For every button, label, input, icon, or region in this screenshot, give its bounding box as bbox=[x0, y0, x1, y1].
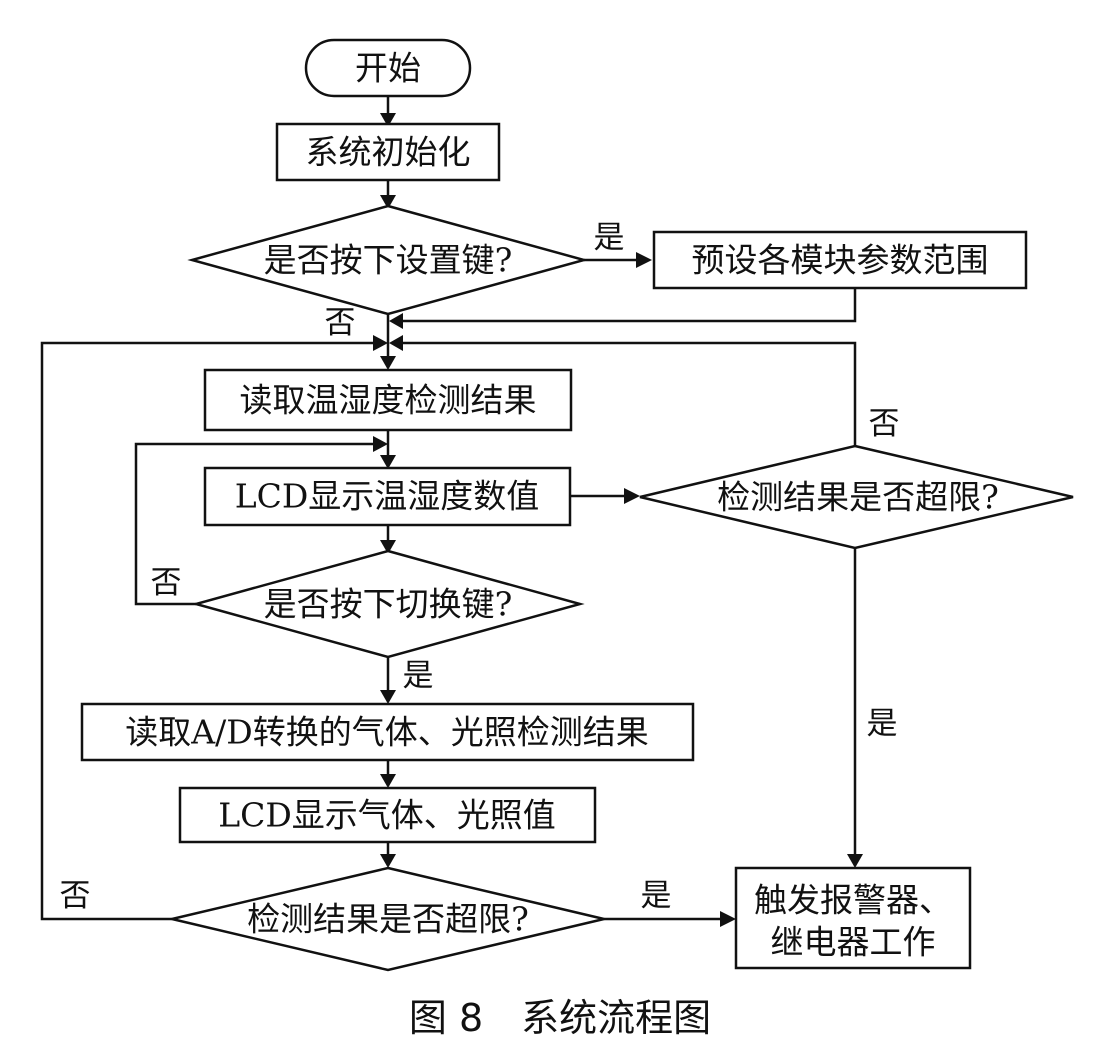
start-label: 开始 bbox=[355, 49, 421, 88]
edge-labels: 是 否 否 是 否 是 否 是 bbox=[60, 220, 900, 914]
preset-ranges-node: 预设各模块参数范围 bbox=[652, 230, 1028, 290]
edge-exceed2-no-loop bbox=[40, 341, 380, 921]
switch-key-decision: 是否按下切换键? bbox=[191, 549, 585, 659]
switch-key-label: 是否按下切换键? bbox=[264, 585, 513, 624]
arrow-to-read bbox=[380, 356, 396, 370]
arrow-to-lcdgas bbox=[380, 774, 396, 788]
settings-key-label: 是否按下设置键? bbox=[264, 241, 513, 280]
label-settings-yes: 是 bbox=[594, 220, 625, 256]
preset-ranges-label: 预设各模块参数范围 bbox=[692, 241, 989, 280]
arrow-preset-return bbox=[389, 313, 403, 329]
label-settings-no: 否 bbox=[325, 305, 356, 341]
lcd-gas-light-label: LCD显示气体、光照值 bbox=[218, 796, 556, 835]
label-exceed1-yes: 是 bbox=[867, 706, 898, 742]
edge-preset-return bbox=[398, 288, 857, 323]
settings-key-decision: 是否按下设置键? bbox=[187, 204, 589, 316]
label-exceed1-no: 否 bbox=[869, 406, 900, 442]
exceed-decision-1-label: 检测结果是否超限? bbox=[717, 478, 999, 517]
arrow-to-readad bbox=[380, 690, 396, 704]
arrow-to-preset bbox=[636, 252, 652, 268]
alarm-label-line1: 触发报警器、 bbox=[754, 881, 952, 920]
read-temp-humidity-label: 读取温湿度检测结果 bbox=[240, 381, 537, 420]
edge-exceed1-no-loop bbox=[398, 341, 857, 446]
read-ad-label: 读取A/D转换的气体、光照检测结果 bbox=[125, 713, 648, 752]
start-node: 开始 bbox=[304, 38, 472, 98]
exceed-decision-2: 检测结果是否超限? bbox=[171, 866, 605, 972]
arrowheads bbox=[373, 113, 863, 927]
arrow-exceed1-loop bbox=[389, 335, 403, 351]
figure-caption: 图 8 系统流程图 bbox=[409, 996, 711, 1040]
label-exceed2-yes: 是 bbox=[641, 878, 672, 914]
arrow-exceed2-to-alarm bbox=[720, 911, 736, 927]
arrow-exceed1-to-alarm bbox=[847, 854, 863, 868]
connectors bbox=[40, 96, 857, 921]
arrow-to-exceed2 bbox=[380, 854, 396, 868]
init-label: 系统初始化 bbox=[306, 133, 471, 172]
label-switch-no: 否 bbox=[151, 565, 182, 601]
alarm-label-line2: 继电器工作 bbox=[771, 923, 936, 962]
label-exceed2-no: 否 bbox=[60, 878, 91, 914]
arrow-switch-loop bbox=[373, 436, 388, 452]
edge-switch-no-loop bbox=[134, 442, 380, 606]
arrow-to-lcd bbox=[380, 455, 396, 469]
lcd-temp-humidity-node: LCD显示温湿度数值 bbox=[203, 466, 572, 527]
exceed-decision-1: 检测结果是否超限? bbox=[639, 444, 1074, 550]
exceed-decision-2-label: 检测结果是否超限? bbox=[247, 900, 529, 939]
alarm-node: 触发报警器、 继电器工作 bbox=[734, 866, 972, 970]
arrow-to-exceed1 bbox=[624, 488, 640, 504]
arrow-to-switch bbox=[380, 540, 396, 554]
lcd-temp-humidity-label: LCD显示温湿度数值 bbox=[235, 477, 540, 516]
init-node: 系统初始化 bbox=[275, 122, 501, 182]
arrow-to-settings bbox=[380, 195, 396, 209]
label-switch-yes: 是 bbox=[403, 658, 434, 694]
arrow-to-init bbox=[380, 113, 396, 127]
read-temp-humidity-node: 读取温湿度检测结果 bbox=[203, 368, 573, 432]
read-ad-node: 读取A/D转换的气体、光照检测结果 bbox=[80, 702, 695, 762]
arrow-outer-loop bbox=[373, 335, 388, 351]
lcd-gas-light-node: LCD显示气体、光照值 bbox=[178, 786, 597, 844]
